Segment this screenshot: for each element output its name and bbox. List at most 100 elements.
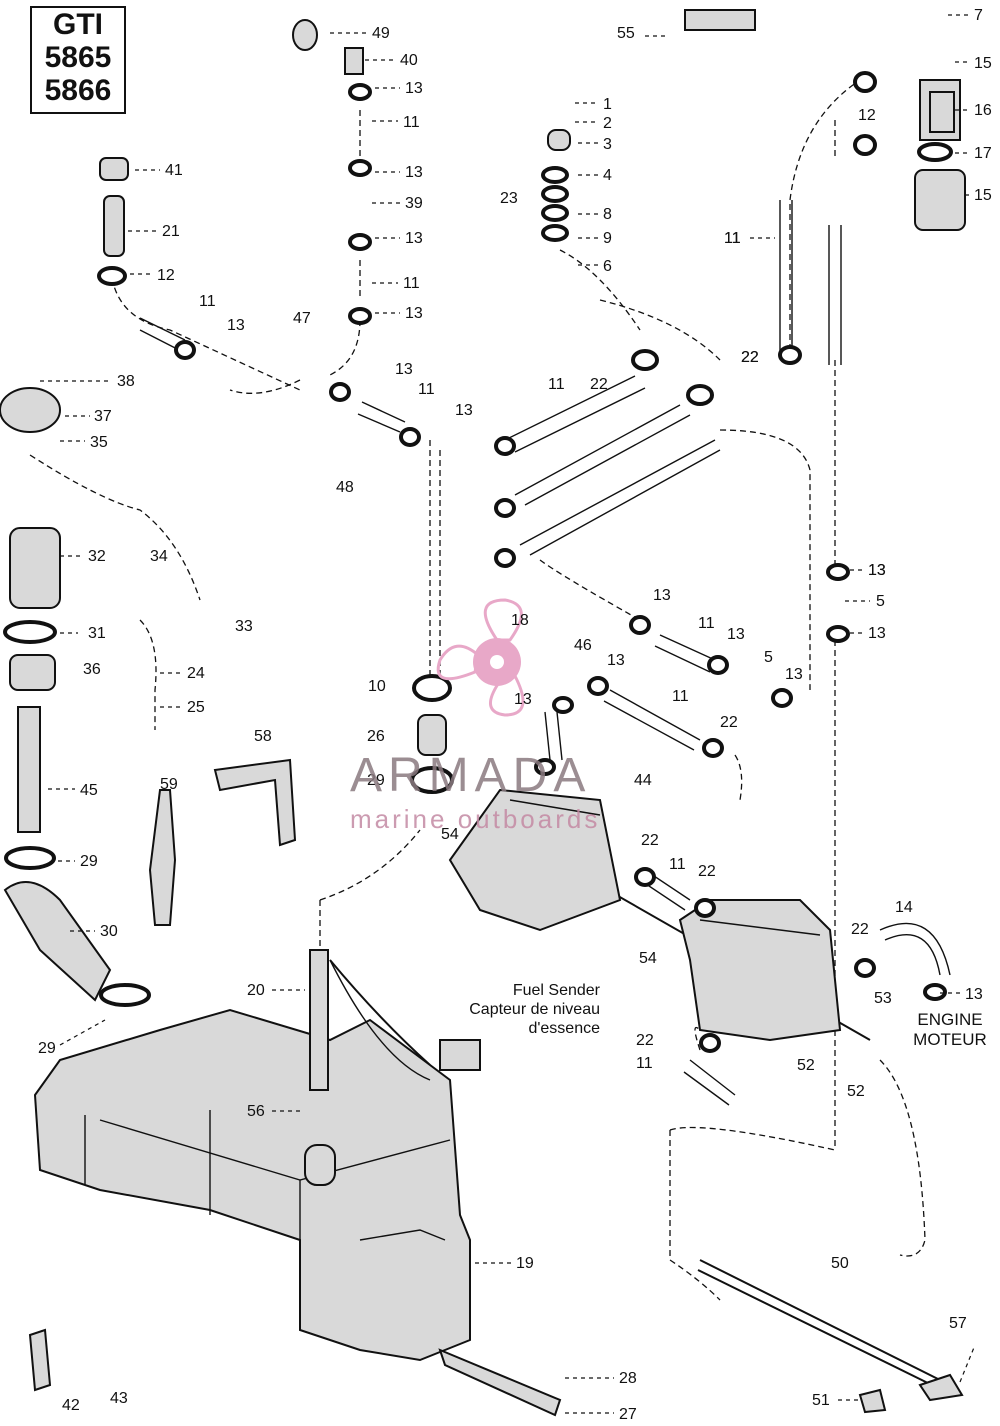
part-label: 36 (83, 661, 101, 678)
part-label: 54 (441, 826, 459, 843)
watermark-propeller-icon (436, 598, 525, 717)
fuel-sender-callout: Fuel Sender Capteur de niveau d'essence (430, 981, 600, 1038)
part-label: 2 (603, 115, 612, 132)
part-label: 12 (858, 107, 876, 124)
part-label: 33 (235, 618, 253, 635)
part-label: 11 (724, 230, 741, 247)
part-label: 28 (619, 1370, 637, 1387)
part-label: 15 (974, 187, 992, 204)
part-label: 13 (727, 626, 745, 643)
part-label: 24 (187, 665, 205, 682)
part-label: 13 (405, 164, 423, 181)
engine-line: MOTEUR (913, 1030, 987, 1049)
part-label: 22 (720, 714, 738, 731)
part-label: 47 (293, 310, 311, 327)
part-label: 35 (90, 434, 108, 451)
model-line: 5865 (44, 41, 112, 74)
part-label: 7 (974, 7, 983, 24)
part-label: 29 (38, 1040, 56, 1057)
part-label: 13 (514, 691, 532, 708)
part-label: 10 (368, 678, 386, 695)
fuel-sender-line: Fuel Sender (512, 982, 600, 999)
part-label: 20 (247, 982, 265, 999)
part-label: 11 (403, 275, 420, 292)
part-label: 25 (187, 699, 205, 716)
part-label: 9 (603, 230, 612, 247)
part-label: 13 (455, 402, 473, 419)
part-label: 50 (831, 1255, 849, 1272)
part-label: 11 (403, 114, 420, 131)
part-label: 1 (603, 96, 612, 113)
part-label: 16 (974, 102, 992, 119)
engine-callout: ENGINE MOTEUR (905, 1010, 995, 1050)
part-label: 29 (80, 853, 98, 870)
fuel-tank (33, 1008, 471, 1362)
part-label: 46 (574, 637, 592, 654)
part-label: 29 (367, 772, 385, 789)
part-label: 3 (603, 136, 612, 153)
part-label: 52 (797, 1057, 815, 1074)
part-label: 30 (100, 923, 118, 940)
part-label: 59 (160, 776, 178, 793)
part-label: 37 (94, 408, 112, 425)
watermark-tagline: marine outboards (350, 804, 601, 834)
part-label: 42 (62, 1397, 80, 1414)
part-label: 27 (619, 1406, 637, 1423)
part-label: 45 (80, 782, 98, 799)
part-label: 11 (672, 688, 689, 705)
part-label: 11 (548, 376, 565, 393)
engine-line: ENGINE (917, 1010, 983, 1029)
part-label: 11 (636, 1055, 653, 1072)
part-label: 19 (516, 1255, 534, 1272)
watermark-brand: ARMADA (350, 749, 592, 802)
top-vent-parts (99, 9, 966, 257)
part-label: 13 (868, 562, 886, 579)
part-label: 11 (698, 615, 715, 632)
part-label: 34 (150, 548, 168, 565)
part-label: 13 (785, 666, 803, 683)
part-label: 6 (603, 258, 612, 275)
part-label: 52 (847, 1083, 865, 1100)
part-label: 41 (165, 162, 183, 179)
part-label: 22 (741, 349, 759, 366)
part-label: 13 (227, 317, 245, 334)
part-label: 22 (698, 863, 716, 880)
part-label: 22 (851, 921, 869, 938)
model-line: 5866 (44, 74, 112, 107)
model-line: GTI (53, 8, 103, 41)
part-label: 11 (199, 293, 216, 310)
part-label: 5 (876, 593, 885, 610)
part-label: 11 (418, 381, 435, 398)
part-label: 22 (741, 349, 759, 366)
clamps (97, 71, 947, 1053)
part-labels: 49 40 13 11 13 39 13 11 13 41 21 12 11 1… (38, 7, 992, 1423)
part-label: 26 (367, 728, 385, 745)
part-label: 43 (110, 1390, 128, 1407)
fuel-sender-line: Capteur de niveau (469, 1001, 600, 1018)
part-label: 4 (603, 167, 612, 184)
part-label: 21 (162, 223, 180, 240)
part-label: 22 (636, 1032, 654, 1049)
part-label: 18 (511, 612, 529, 629)
part-label: 17 (974, 145, 992, 162)
part-label: 40 (400, 52, 418, 69)
part-label: 56 (247, 1103, 265, 1120)
part-label: 11 (724, 230, 741, 247)
part-label: 23 (500, 190, 518, 207)
part-label: 51 (812, 1392, 830, 1409)
part-label: 22 (590, 376, 608, 393)
model-designation: GTI 5865 5866 (30, 6, 126, 114)
part-label: 49 (372, 25, 390, 42)
part-label: 11 (669, 856, 686, 873)
part-label: 54 (639, 950, 657, 967)
fuel-sender-line: d'essence (528, 1020, 600, 1037)
part-label: 13 (405, 305, 423, 322)
part-label: 13 (405, 230, 423, 247)
carburetors (448, 788, 842, 1042)
part-label: 13 (868, 625, 886, 642)
part-label: 38 (117, 373, 135, 390)
filler-neck-parts (0, 387, 151, 1007)
part-label: 22 (641, 832, 659, 849)
part-label: 13 (868, 562, 886, 579)
